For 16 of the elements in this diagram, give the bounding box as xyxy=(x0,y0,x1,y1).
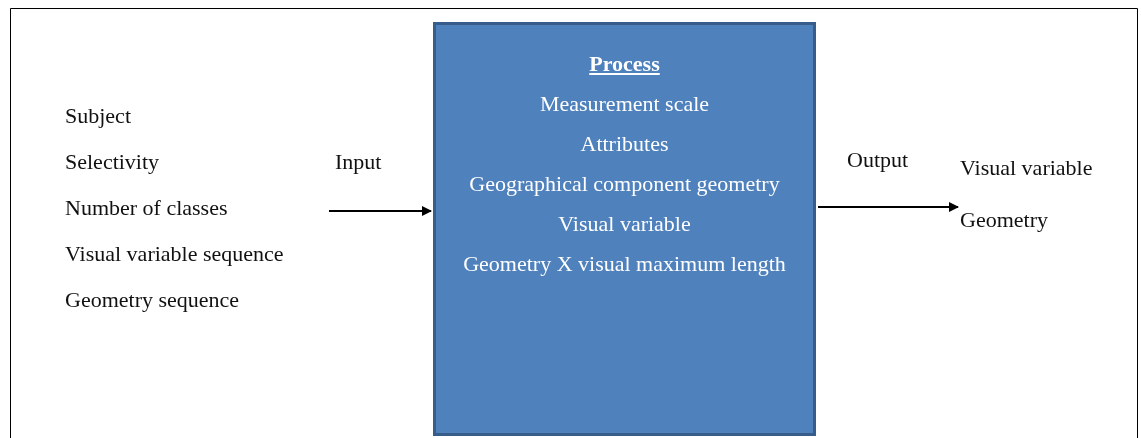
arrow xyxy=(817,202,959,212)
list-item: Subject xyxy=(65,104,132,128)
arrow xyxy=(328,206,432,216)
list-item: Visual variable sequence xyxy=(65,242,284,266)
process-item: Measurement scale xyxy=(539,91,710,117)
list-item: Geometry xyxy=(960,208,1049,232)
process-item: Geometry X visual maximum length xyxy=(463,251,786,277)
box-heading: Process xyxy=(589,51,660,77)
process-item: Visual variable xyxy=(558,211,691,237)
process-item: Geographical component geometry xyxy=(469,171,780,197)
list-item: Number of classes xyxy=(65,196,229,220)
list-item: Visual variable xyxy=(960,156,1093,180)
process-box xyxy=(433,22,816,436)
list-item: Geometry sequence xyxy=(65,288,241,312)
process-item: Attributes xyxy=(580,131,669,157)
list-item: Selectivity xyxy=(65,150,161,174)
